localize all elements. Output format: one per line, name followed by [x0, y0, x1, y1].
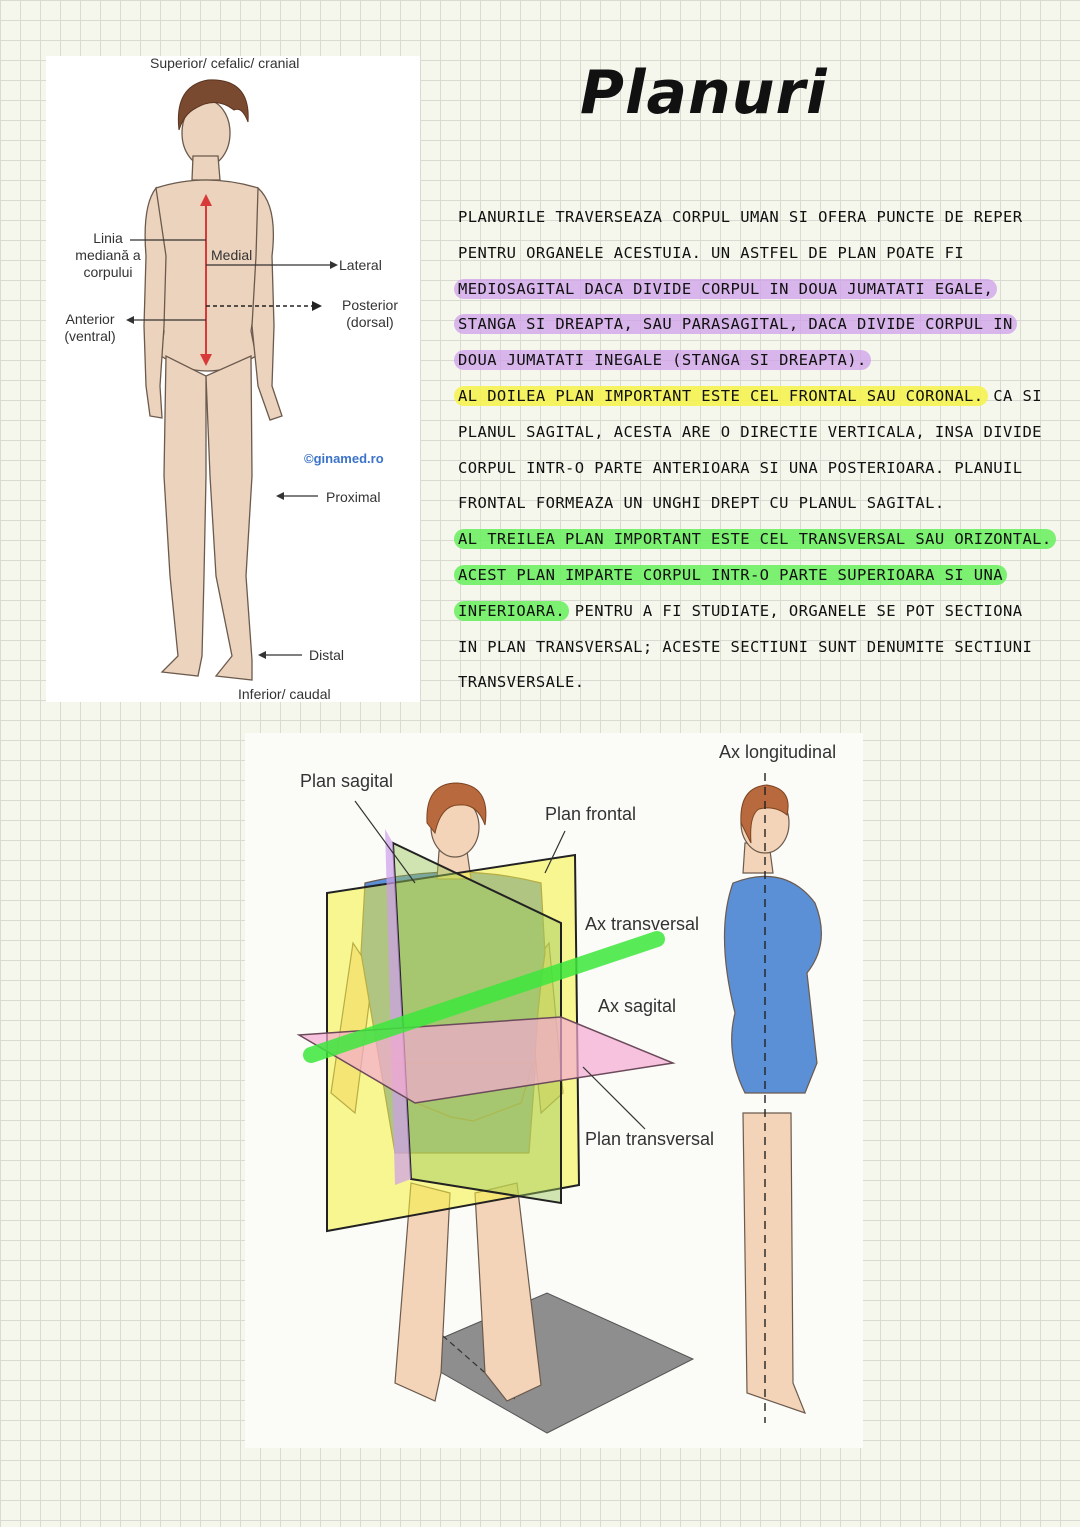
- label-superior: Superior/ cefalic/ cranial: [150, 55, 300, 71]
- notes-line: in plan transversal; aceste sectiuni sun…: [458, 637, 1033, 656]
- planes-illustration: [296, 773, 822, 1434]
- notes-line: Acest plan imparte corpul intr-o parte s…: [454, 558, 1058, 594]
- notes-line: Al treilea plan important este cel trans…: [454, 522, 1058, 558]
- label-ventral: (ventral): [64, 328, 116, 344]
- notes-line: stanga si dreapta, sau parasagital, daca…: [454, 307, 1058, 343]
- notes-line: doua jumatati inegale (stanga si dreapta…: [454, 343, 1058, 379]
- notes-line: pentru organele acestuia. Un astfel de p…: [458, 243, 965, 262]
- label-distal: Distal: [309, 647, 345, 663]
- label-posterior-text: Posterior: [341, 297, 399, 313]
- label-plan-sagital: Plan sagital: [300, 771, 394, 791]
- notes-line: Al doilea plan important este cel fronta…: [454, 379, 1058, 415]
- label-ax-transversal: Ax transversal: [585, 914, 700, 934]
- label-corpului: corpului: [83, 264, 133, 280]
- watermark-ginamed: ©ginamed.ro: [304, 451, 384, 466]
- highlight-green: inferioara.: [454, 600, 570, 621]
- notes-line: transversale.: [458, 673, 585, 692]
- highlight-purple: stanga si dreapta, sau parasagital, daca…: [454, 314, 1017, 335]
- label-inferior: Inferior/ caudal: [238, 686, 331, 702]
- highlight-green: Al treilea plan important este cel trans…: [454, 529, 1056, 550]
- highlight-purple: doua jumatati inegale (stanga si dreapta…: [454, 350, 871, 371]
- label-anterior-text: Anterior: [65, 311, 115, 327]
- notes-fragment: Pentru a fi studiate, organele se pot se…: [574, 601, 1023, 620]
- notes-line: Planurile traverseaza corpul uman si ofe…: [458, 208, 1023, 226]
- label-linia-mediana: Linia mediană a corpului: [50, 230, 166, 281]
- label-plan-transversal: Plan transversal: [585, 1129, 715, 1149]
- male-figure-illustration: [126, 79, 338, 681]
- notes-text: Planurile traverseaza corpul uman si ofe…: [454, 200, 1058, 701]
- notes-line: frontal formeaza un unghi drept cu planu…: [458, 494, 945, 513]
- label-ax-longitudinal: Ax longitudinal: [719, 742, 837, 762]
- highlight-purple: mediosagital daca divide corpul in doua …: [454, 278, 998, 299]
- body-planes-figure: Plan sagital Plan frontal Ax longitudina…: [245, 733, 863, 1448]
- label-posterior: Posterior (dorsal): [332, 297, 408, 331]
- label-anterior: Anterior (ventral): [50, 311, 130, 345]
- label-plan-frontal: Plan frontal: [545, 804, 637, 824]
- label-lateral: Lateral: [339, 257, 382, 273]
- label-proximal: Proximal: [326, 489, 381, 505]
- page-title: Planuri: [580, 58, 828, 128]
- highlight-yellow: Al doilea plan important este cel fronta…: [454, 385, 988, 406]
- notes-line: planul sagital, acesta are o directie ve…: [458, 422, 1042, 441]
- notes-fragment: Ca si: [993, 386, 1042, 405]
- notes-line: inferioara. Pentru a fi studiate, organe…: [454, 594, 1058, 630]
- label-medial: Medial: [211, 247, 253, 263]
- label-ax-sagital: Ax sagital: [598, 996, 677, 1016]
- label-dorsal: (dorsal): [346, 314, 394, 330]
- highlight-green: Acest plan imparte corpul intr-o parte s…: [454, 564, 1007, 585]
- anatomy-directions-figure: Superior/ cefalic/ cranial Linia mediană…: [46, 55, 420, 702]
- notes-line: mediosagital daca divide corpul in doua …: [454, 272, 1058, 308]
- label-mediana: mediană a: [75, 247, 141, 263]
- label-linia: Linia: [93, 230, 123, 246]
- notes-line: corpul intr-o parte anterioara si una po…: [458, 458, 1023, 477]
